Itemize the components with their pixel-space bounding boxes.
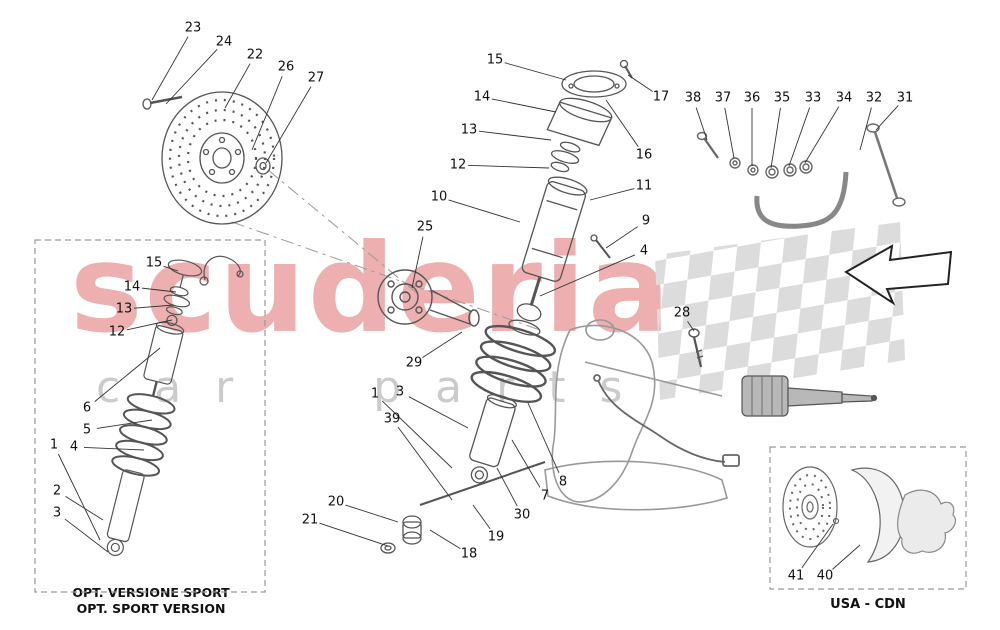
brake-disc-drawing [142, 91, 283, 225]
usa-brake-parts-drawing [782, 466, 957, 563]
sport-option-label-line2: OPT. SPORT VERSION [76, 601, 226, 616]
abs-sensor-wire-drawing [593, 374, 740, 467]
sport-option-box [34, 239, 266, 593]
usa-cdn-label: USA - CDN [830, 597, 906, 612]
wheel-hub-drawing [377, 269, 480, 327]
axle-shaft-drawing [741, 375, 878, 417]
direction-arrow-icon [844, 244, 953, 306]
axis-lines [231, 169, 541, 331]
usa-cdn-box [769, 446, 967, 590]
sport-shock-drawing [106, 255, 244, 557]
checkered-flag-graphic [655, 222, 905, 400]
stabilizer-parts-drawing [696, 123, 906, 229]
